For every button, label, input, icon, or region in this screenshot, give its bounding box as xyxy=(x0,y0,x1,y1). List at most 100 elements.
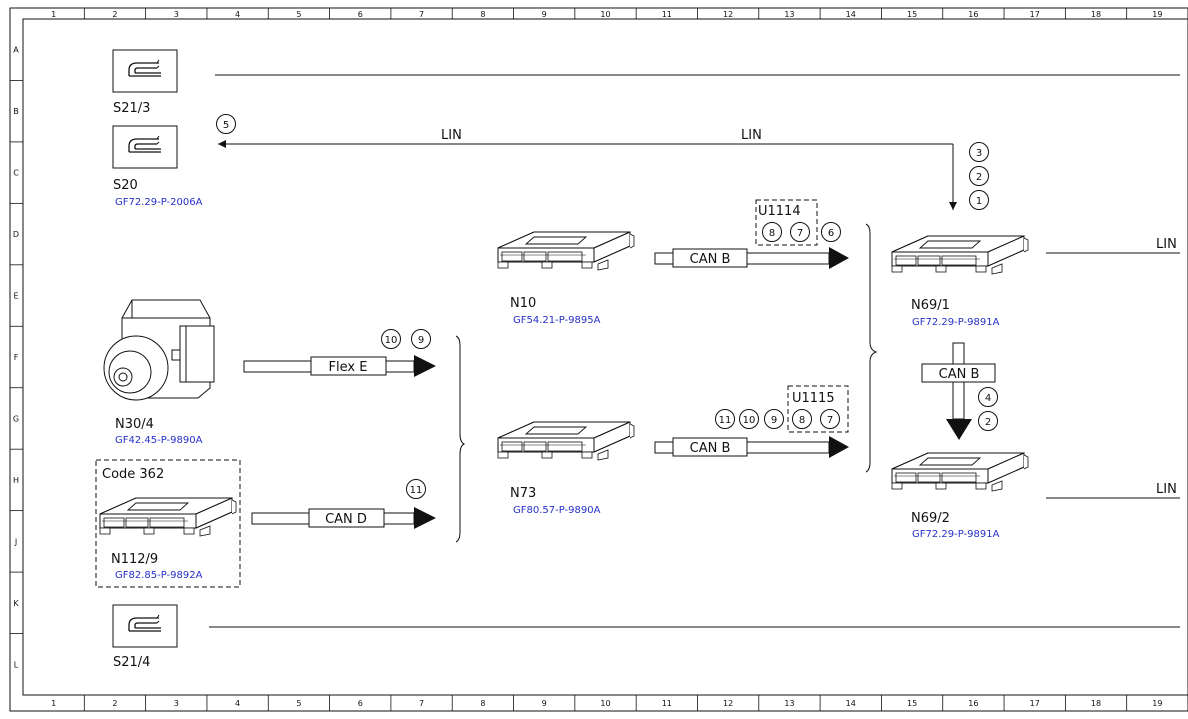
can-b-vertical-label: CAN B xyxy=(939,367,980,382)
grid-col-label-top: 17 xyxy=(1030,10,1040,19)
can-d-label: CAN D xyxy=(325,512,367,527)
n10-ecu-icon xyxy=(497,231,635,271)
callout-10-flex: 10 xyxy=(381,329,401,349)
grid-col-label-bottom: 13 xyxy=(784,699,794,708)
callout-7-u1114: 7 xyxy=(790,222,810,242)
grid-col-label-bottom: 7 xyxy=(419,699,424,708)
svg-text:9: 9 xyxy=(771,415,777,426)
grid-col-label-top: 19 xyxy=(1152,10,1162,19)
n112-9-ecu-icon xyxy=(99,497,237,537)
callout-11-n73: 11 xyxy=(715,409,735,429)
callout-1: 1 xyxy=(969,190,989,210)
n10-ref: GF54.21-P-9895A xyxy=(513,315,601,326)
svg-text:3: 3 xyxy=(976,148,982,159)
grid-col-label-bottom: 3 xyxy=(174,699,179,708)
grid-col-label-top: 14 xyxy=(846,10,856,19)
grid-col-label-top: 5 xyxy=(296,10,301,19)
n69-2-label: N69/2 xyxy=(911,511,950,526)
grid-col-label-bottom: 19 xyxy=(1152,699,1162,708)
grid-col-label-bottom: 14 xyxy=(846,699,856,708)
switch-s21-4-icon xyxy=(112,604,178,648)
lin-label-n69-2: LIN xyxy=(1156,482,1177,497)
callout-5: 5 xyxy=(216,114,236,134)
grid-row-label: D xyxy=(13,230,19,239)
n69-2-ecu-icon xyxy=(891,452,1029,492)
grid-row-label: J xyxy=(14,537,17,546)
grid-row-label: G xyxy=(13,414,19,423)
svg-text:8: 8 xyxy=(799,415,805,426)
switch-s21-3-icon xyxy=(112,49,178,93)
grid-row-label: H xyxy=(13,476,19,485)
grid-col-label-top: 7 xyxy=(419,10,424,19)
callout-3: 3 xyxy=(969,142,989,162)
grid-col-label-top: 12 xyxy=(723,10,733,19)
u1115-group xyxy=(787,385,849,433)
grid-col-label-bottom: 9 xyxy=(542,699,547,708)
can-d-signal: CAN D xyxy=(251,507,436,529)
grid-col-label-bottom: 1 xyxy=(51,699,56,708)
n112-9-label: N112/9 xyxy=(111,552,158,567)
grid-row-label: F xyxy=(14,353,19,362)
n73-label: N73 xyxy=(510,486,536,501)
callout-2-vertical: 2 xyxy=(978,411,998,431)
n112-9-ref: GF82.85-P-9892A xyxy=(115,570,203,581)
input-bracket-right xyxy=(865,223,878,473)
grid-row-label: C xyxy=(13,169,19,178)
grid-col-label-top: 11 xyxy=(662,10,672,19)
can-b-signal-n73: CAN B xyxy=(654,436,849,458)
n30-4-ref: GF42.45-P-9890A xyxy=(115,435,203,446)
callout-8-u1115: 8 xyxy=(792,409,812,429)
grid-col-label-top: 13 xyxy=(784,10,794,19)
callout-9-flex: 9 xyxy=(411,329,431,349)
callout-9-n73: 9 xyxy=(764,409,784,429)
svg-text:4: 4 xyxy=(985,393,991,404)
lin-label-n69-1: LIN xyxy=(1156,237,1177,252)
grid-col-label-bottom: 18 xyxy=(1091,699,1101,708)
flex-e-label: Flex E xyxy=(329,360,368,375)
lin-label-mid: LIN xyxy=(741,128,762,143)
grid-col-label-bottom: 8 xyxy=(480,699,485,708)
n69-2-ref: GF72.29-P-9891A xyxy=(912,529,1000,540)
svg-text:8: 8 xyxy=(769,228,775,239)
n73-ref: GF80.57-P-9890A xyxy=(513,505,601,516)
s20-ref: GF72.29-P-2006A xyxy=(115,197,203,208)
s20-label: S20 xyxy=(113,178,138,193)
can-b-n10-label: CAN B xyxy=(690,252,731,267)
grid-col-label-top: 10 xyxy=(600,10,610,19)
diagram-frame xyxy=(9,7,1188,712)
svg-text:11: 11 xyxy=(719,415,732,426)
code-362-label: Code 362 xyxy=(102,467,164,482)
input-bracket-left xyxy=(455,335,466,543)
grid-col-label-top: 8 xyxy=(480,10,485,19)
n73-ecu-icon xyxy=(497,421,635,461)
svg-text:10: 10 xyxy=(743,415,756,426)
grid-col-label-top: 4 xyxy=(235,10,240,19)
svg-text:5: 5 xyxy=(223,120,229,131)
drawing-border xyxy=(22,18,1188,696)
grid-row-label: E xyxy=(13,292,18,301)
callout-2-top: 2 xyxy=(969,166,989,186)
callout-10-n73: 10 xyxy=(739,409,759,429)
can-b-signal-n10: CAN B xyxy=(654,247,849,269)
grid-col-label-bottom: 15 xyxy=(907,699,917,708)
grid-row-label: L xyxy=(14,660,19,669)
grid-col-label-top: 6 xyxy=(358,10,363,19)
s21-4-label: S21/4 xyxy=(113,655,150,670)
grid-row-label: A xyxy=(13,46,19,55)
callout-4: 4 xyxy=(978,387,998,407)
svg-text:1: 1 xyxy=(976,196,982,207)
grid-col-label-bottom: 5 xyxy=(296,699,301,708)
can-b-n73-label: CAN B xyxy=(690,441,731,456)
switch-s20-icon xyxy=(112,125,178,169)
grid-col-label-top: 15 xyxy=(907,10,917,19)
svg-text:9: 9 xyxy=(418,335,424,346)
s21-3-label: S21/3 xyxy=(113,101,150,116)
code-362-group xyxy=(95,459,241,588)
can-b-signal-vertical: CAN B xyxy=(921,342,996,440)
svg-text:7: 7 xyxy=(797,228,803,239)
svg-text:2: 2 xyxy=(976,172,982,183)
